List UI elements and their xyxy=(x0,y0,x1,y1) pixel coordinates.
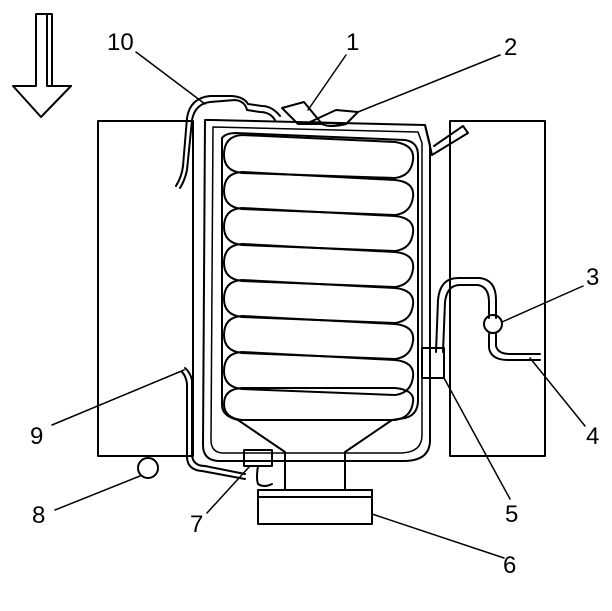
leader-lines xyxy=(51,51,586,559)
callout-10: 10 xyxy=(107,29,134,56)
rubber-isolator-body xyxy=(221,132,419,498)
callout-3: 3 xyxy=(586,264,599,291)
callout-7: 7 xyxy=(190,511,203,538)
callout-6: 6 xyxy=(503,552,516,579)
callout-4: 4 xyxy=(586,423,599,450)
callout-9: 9 xyxy=(30,423,43,450)
connector-5 xyxy=(421,347,445,379)
right-sensor-wire xyxy=(435,277,541,361)
right-frame-panel xyxy=(449,120,546,457)
left-frame-panel xyxy=(97,120,194,457)
lower-mount-plate xyxy=(257,489,373,525)
retaining-strap xyxy=(202,119,469,462)
sensor-3 xyxy=(483,314,503,334)
left-wiring-harness xyxy=(175,95,281,480)
arrow-down-icon xyxy=(12,13,72,118)
coil-spring xyxy=(223,134,415,421)
callout-1: 1 xyxy=(346,29,359,56)
callout-8: 8 xyxy=(32,502,45,529)
callout-2: 2 xyxy=(504,34,517,61)
callout-5: 5 xyxy=(505,501,518,528)
fastener-8 xyxy=(137,457,159,479)
